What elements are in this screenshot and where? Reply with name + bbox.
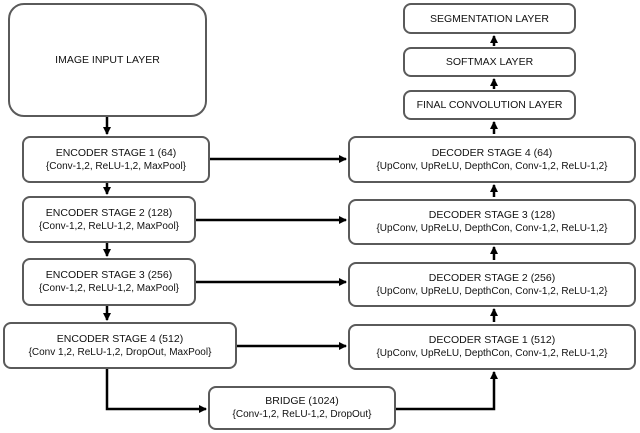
decoder-stage-4-title: DECODER STAGE 4 (64): [431, 146, 553, 159]
encoder-stage-1-ops: {Conv-1,2, ReLU-1,2, MaxPool}: [45, 160, 187, 172]
image-input-layer: IMAGE INPUT LAYER: [8, 3, 207, 117]
image-input-layer-label: IMAGE INPUT LAYER: [55, 54, 160, 66]
encoder-stage-3: ENCODER STAGE 3 (256) {Conv-1,2, ReLU-1,…: [22, 258, 196, 306]
decoder-stage-1-title: DECODER STAGE 1 (512): [428, 334, 556, 346]
encoder-stage-2-title: ENCODER STAGE 2 (128): [45, 206, 173, 219]
decoder-stage-4: DECODER STAGE 4 (64) {UpConv, UpReLU, De…: [348, 136, 636, 183]
decoder-stage-2-title: DECODER STAGE 2 (256): [428, 271, 556, 284]
bridge: BRIDGE (1024) {Conv-1,2, ReLU-1,2, DropO…: [208, 386, 396, 430]
segmentation-layer: SEGMENTATION LAYER: [403, 3, 576, 34]
decoder-stage-3-title: DECODER STAGE 3 (128): [428, 209, 556, 221]
encoder-stage-4: ENCODER STAGE 4 (512) {Conv 1,2, ReLU-1,…: [3, 322, 237, 369]
arrow-bridge-to-decoder1: [396, 371, 498, 411]
decoder-stage-1: DECODER STAGE 1 (512) {UpConv, UpReLU, D…: [348, 324, 636, 370]
encoder-stage-4-ops: {Conv 1,2, ReLU-1,2, DropOut, MaxPool}: [28, 346, 212, 358]
encoder-stage-2-ops: {Conv-1,2, ReLU-1,2, MaxPool}: [38, 220, 180, 232]
encoder-stage-2: ENCODER STAGE 2 (128) {Conv-1,2, ReLU-1,…: [22, 196, 196, 243]
segmentation-layer-label: SEGMENTATION LAYER: [429, 12, 550, 25]
softmax-layer-label: SOFTMAX LAYER: [445, 56, 534, 68]
encoder-stage-1: ENCODER STAGE 1 (64) {Conv-1,2, ReLU-1,2…: [22, 136, 210, 183]
final-convolution-layer: FINAL CONVOLUTION LAYER: [403, 90, 576, 120]
encoder-stage-3-ops: {Conv-1,2, ReLU-1,2, MaxPool}: [38, 283, 180, 294]
softmax-layer: SOFTMAX LAYER: [403, 47, 576, 77]
decoder-stage-3: DECODER STAGE 3 (128) {UpConv, UpReLU, D…: [348, 199, 636, 245]
encoder-stage-1-title: ENCODER STAGE 1 (64): [55, 146, 177, 159]
bridge-ops: {Conv-1,2, ReLU-1,2, DropOut}: [232, 409, 372, 420]
encoder-stage-4-title: ENCODER STAGE 4 (512): [56, 332, 184, 345]
decoder-stage-3-ops: {UpConv, UpReLU, DepthCon, Conv-1,2, ReL…: [376, 223, 608, 234]
decoder-stage-2: DECODER STAGE 2 (256) {UpConv, UpReLU, D…: [348, 262, 636, 307]
encoder-stage-3-title: ENCODER STAGE 3 (256): [45, 269, 173, 281]
final-convolution-layer-label: FINAL CONVOLUTION LAYER: [416, 99, 563, 111]
bridge-title: BRIDGE (1024): [265, 395, 339, 407]
decoder-stage-4-ops: {UpConv, UpReLU, DepthCon, Conv-1,2, ReL…: [376, 160, 608, 172]
decoder-stage-2-ops: {UpConv, UpReLU, DepthCon, Conv-1,2, ReL…: [376, 285, 608, 297]
decoder-stage-1-ops: {UpConv, UpReLU, DepthCon, Conv-1,2, ReL…: [376, 348, 608, 359]
arrow-encoder4-to-bridge: [105, 369, 207, 413]
